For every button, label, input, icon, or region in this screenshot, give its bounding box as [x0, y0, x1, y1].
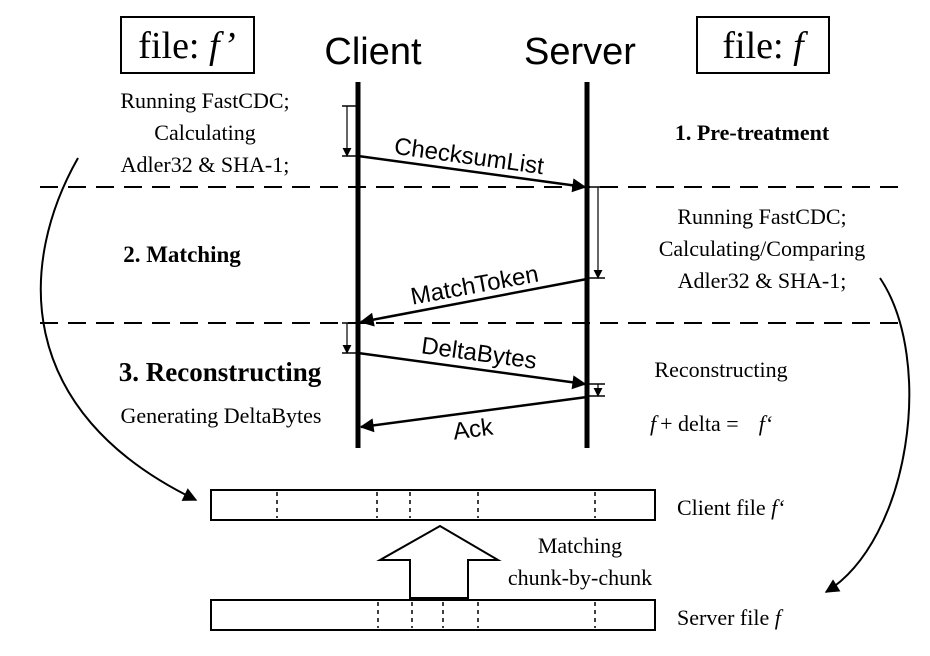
formula-f: f: [650, 411, 659, 436]
server-file-bar: [210, 599, 656, 631]
checksum-list-arrow: [357, 154, 587, 193]
phase-label-matching: 2. Matching: [123, 242, 241, 267]
server-processing-bracket-1: [587, 186, 605, 279]
matching-block-arrow-icon: [376, 524, 502, 599]
server-note-line3: Adler32 & SHA-1;: [678, 268, 847, 293]
right-file-box: file: f: [696, 16, 830, 74]
server-note-line1: Running FastCDC;: [677, 204, 846, 229]
client-actor-label: Client: [324, 31, 422, 73]
formula-result: f‘: [759, 411, 772, 436]
right-file-name: f: [793, 25, 808, 67]
checksum-list-label: ChecksumList: [393, 133, 546, 180]
server-file-label: Server file f: [677, 605, 784, 630]
server-to-file-curve-arrow: [824, 277, 911, 593]
matching-label-line2: chunk-by-chunk: [508, 565, 652, 590]
client-processing-bracket-2: [342, 322, 358, 354]
phase-label-reconstructing: 3. Reconstructing: [119, 357, 322, 387]
client-note-line2: Calculating: [154, 120, 255, 145]
right-file-prefix: file:: [722, 25, 793, 67]
left-file-name: f’: [209, 25, 236, 67]
client-note-generating: Generating DeltaBytes: [121, 403, 322, 428]
client-file-bar: [210, 489, 656, 521]
svg-text:file: f: file: f: [722, 25, 808, 67]
matching-label-line1: Matching: [538, 533, 622, 558]
match-token-label: MatchToken: [409, 261, 541, 311]
client-to-file-curve-arrow: [39, 157, 198, 501]
client-processing-bracket-1: [342, 105, 358, 157]
client-note-line1: Running FastCDC;: [120, 88, 289, 113]
formula-middle: + delta =: [660, 411, 739, 436]
ack-label: Ack: [451, 413, 495, 445]
client-file-label: Client file f‘: [677, 495, 785, 520]
left-file-box: file: f’: [120, 16, 255, 74]
ack-arrow: [359, 395, 588, 433]
client-note-line3: Adler32 & SHA-1;: [121, 152, 290, 177]
server-processing-bracket-2: [587, 383, 605, 397]
server-notes: Running FastCDC; Calculating/Comparing A…: [654, 204, 865, 382]
phase-label-pretreatment: 1. Pre-treatment: [675, 120, 830, 145]
server-note-reconstructing: Reconstructing: [654, 357, 787, 382]
left-file-prefix: file:: [138, 25, 209, 67]
reconstruction-formula: f+ delta = f‘: [650, 411, 772, 436]
match-token-arrow: [359, 277, 588, 327]
server-note-line2: Calculating/Comparing: [659, 236, 866, 261]
svg-text:file: f’: file: f’: [138, 25, 235, 67]
delta-bytes-arrow: [357, 351, 587, 390]
client-notes: Running FastCDC; Calculating Adler32 & S…: [120, 88, 321, 428]
server-actor-label: Server: [524, 31, 636, 73]
